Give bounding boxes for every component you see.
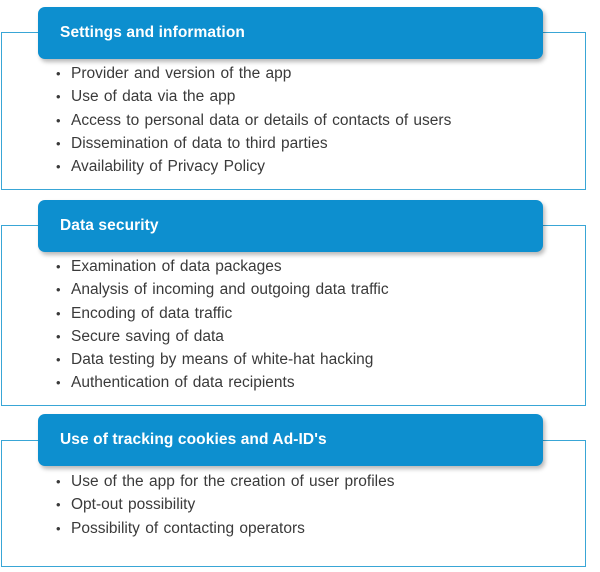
list-item: • Encoding of data traffic <box>56 302 389 325</box>
bullet-icon: • <box>56 328 61 344</box>
list-item: • Authentication of data recipients <box>56 371 389 394</box>
bullet-icon: • <box>56 89 61 105</box>
list-item: • Analysis of incoming and outgoing data … <box>56 278 389 301</box>
list-item: • Dissemination of data to third parties <box>56 132 451 155</box>
list-item-text: Use of the app for the creation of user … <box>71 473 395 490</box>
bullet-icon: • <box>56 66 61 81</box>
bullet-icon: • <box>56 159 61 175</box>
list-item-text: Provider and version of the app <box>71 65 292 82</box>
section-header: Settings and information <box>38 7 543 59</box>
list-item: • Provider and version of the app <box>56 62 451 85</box>
list-item: • Use of the app for the creation of user… <box>56 470 394 493</box>
list-item: • Data testing by means of white-hat hack… <box>56 348 389 371</box>
bullet-icon: • <box>56 520 61 536</box>
list-item: • Opt-out possibility <box>56 493 394 516</box>
list-item-text: Access to personal data or details of co… <box>71 111 452 129</box>
bullet-icon: • <box>56 112 61 128</box>
bullet-list: • Provider and version of the app • Use of… <box>56 62 451 178</box>
bullet-icon: • <box>56 135 61 151</box>
list-item-text: Possibility of contacting operators <box>71 519 305 537</box>
list-item-text: Examination of data packages <box>71 258 282 275</box>
bullet-icon: • <box>56 259 61 274</box>
bullet-icon: • <box>56 375 61 391</box>
list-item-text: Use of data via the app <box>71 88 236 106</box>
list-item: • Use of data via the app <box>56 85 451 108</box>
list-item: • Examination of data packages <box>56 255 389 278</box>
section-header: Data security <box>38 200 543 252</box>
section-frame <box>1 225 586 406</box>
list-item: • Secure saving of data <box>56 325 389 348</box>
list-item-text: Encoding of data traffic <box>71 304 233 322</box>
list-item-text: Analysis of incoming and outgoing data t… <box>71 281 389 299</box>
list-item-text: Dissemination of data to third parties <box>71 134 328 152</box>
bullet-icon: • <box>56 497 61 513</box>
list-item: • Possibility of contacting operators <box>56 517 394 540</box>
list-item-text: Availability of Privacy Policy <box>71 158 265 176</box>
bullet-list: • Examination of data packages • Analysis … <box>56 255 389 395</box>
list-item: • Access to personal data or details of c… <box>56 109 451 132</box>
bullet-list: • Use of the app for the creation of user… <box>56 470 394 540</box>
bullet-icon: • <box>56 282 61 298</box>
list-item-text: Secure saving of data <box>71 327 224 345</box>
section-header: Use of tracking cookies and Ad-ID's <box>38 414 543 466</box>
bullet-icon: • <box>56 305 61 321</box>
list-item: • Availability of Privacy Policy <box>56 155 451 178</box>
bullet-icon: • <box>56 352 61 368</box>
list-item-text: Opt-out possibility <box>71 496 196 514</box>
list-item-text: Data testing by means of white-hat hacki… <box>71 351 374 369</box>
list-item-text: Authentication of data recipients <box>71 374 295 392</box>
bullet-icon: • <box>56 474 61 489</box>
